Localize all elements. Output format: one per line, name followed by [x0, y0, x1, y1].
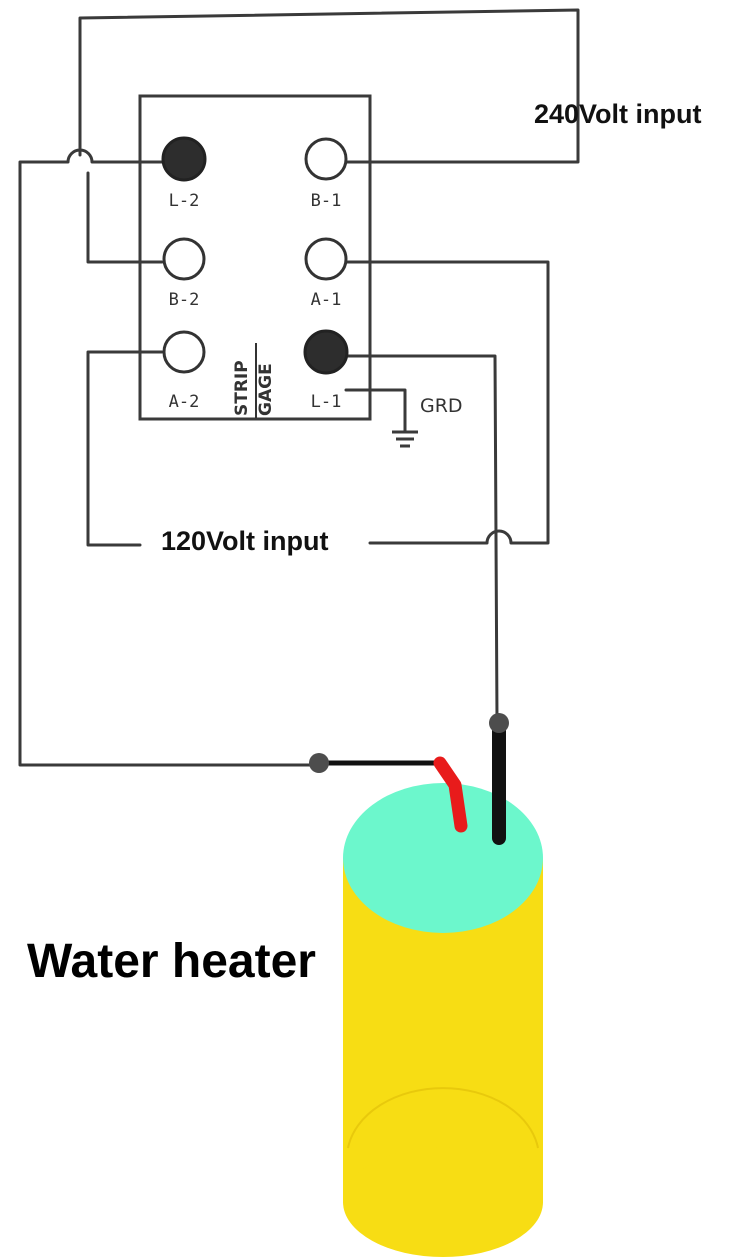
input-120-label: 120Volt input: [161, 526, 329, 556]
terminal-label-a2: A-2: [169, 392, 200, 412]
heater-top: [343, 783, 543, 933]
terminal-a2[interactable]: [162, 330, 206, 374]
junction-dot-right: [489, 713, 509, 733]
junction-dot-left: [309, 753, 329, 773]
wire-l2-left-down: [18, 148, 320, 767]
heater-label: Water heater: [27, 935, 316, 988]
terminal-label-b1: B-1: [311, 191, 342, 211]
terminal-label-a1: A-1: [311, 290, 342, 310]
wire-a1-right-loop: [344, 260, 550, 545]
terminal-b2[interactable]: [162, 237, 206, 281]
strip-label: STRIP: [232, 360, 252, 416]
terminal-label-l1: L-1: [311, 392, 342, 412]
wire-a2-120-loop: [86, 350, 164, 547]
wire-b2-loop: [86, 171, 164, 264]
terminal-a1[interactable]: [304, 237, 348, 281]
wire-240-top-loop: [78, 8, 580, 164]
terminal-b1[interactable]: [304, 137, 348, 181]
gage-label: GAGE: [256, 363, 276, 416]
ground-label: GRD: [420, 395, 463, 417]
terminal-label-l2: L-2: [169, 191, 200, 211]
terminal-l2[interactable]: [161, 136, 207, 182]
wire-l1-down: [344, 354, 499, 722]
terminal-label-b2: B-2: [169, 290, 200, 310]
terminal-l1[interactable]: [303, 329, 349, 375]
hot-lead: [433, 756, 468, 833]
wire-ground: [344, 388, 407, 434]
input-240-label: 240Volt input: [534, 99, 702, 129]
heater-bottom-inner-line: [347, 1087, 539, 1149]
heater-bottom: [343, 1147, 543, 1257]
